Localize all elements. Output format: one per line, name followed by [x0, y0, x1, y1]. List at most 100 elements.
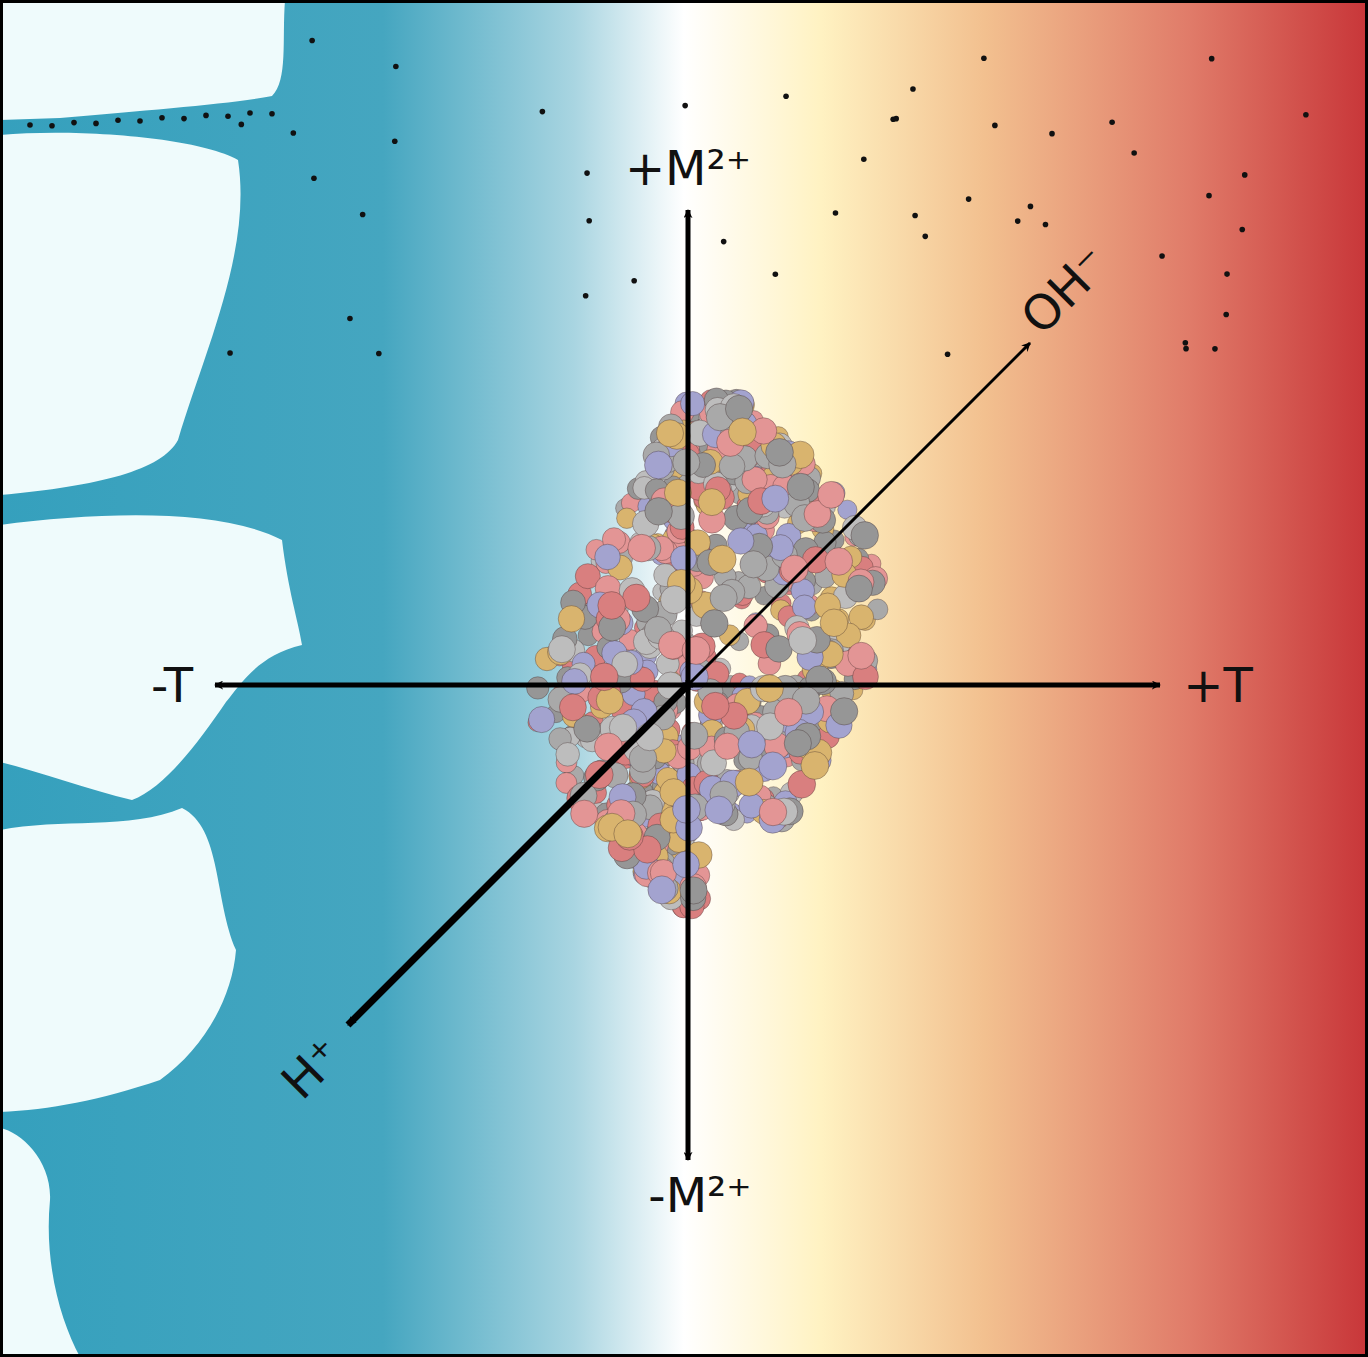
ion-dot: [861, 156, 867, 162]
ion-dot: [1028, 204, 1034, 210]
ion-dot: [584, 170, 590, 176]
ion-dot: [203, 113, 209, 119]
ion-dot: [1109, 119, 1115, 125]
atom: [571, 800, 598, 827]
ion-dot: [225, 113, 231, 119]
ion-dot: [347, 316, 353, 322]
rna-molecule: [527, 388, 888, 919]
axis-up: [686, 210, 691, 690]
atom: [759, 798, 786, 825]
atom: [766, 438, 794, 466]
ion-dot: [291, 130, 297, 136]
ion-dot: [966, 196, 972, 202]
axis-down: [686, 680, 691, 1160]
axis-label: +M²⁺: [625, 144, 751, 192]
ion-dot: [773, 271, 779, 277]
ion-dot: [309, 38, 315, 44]
atom: [595, 544, 621, 570]
ion-dot: [269, 111, 275, 117]
axis-right: [683, 683, 1160, 688]
atom: [710, 584, 737, 611]
atom: [801, 752, 829, 780]
ion-dot: [1206, 193, 1212, 199]
atom: [628, 534, 656, 562]
ion-dot: [540, 109, 546, 115]
ion-dot: [311, 176, 317, 182]
atom: [851, 522, 879, 550]
atom: [820, 609, 848, 637]
atom: [825, 548, 853, 576]
ion-dot: [1303, 112, 1309, 118]
ion-dot: [115, 117, 121, 123]
atom: [738, 731, 765, 758]
axis-h: [348, 685, 688, 1025]
atom: [708, 545, 736, 573]
atom: [681, 392, 705, 416]
atom: [527, 677, 549, 699]
atom: [714, 733, 740, 759]
atom: [701, 610, 729, 638]
ion-dot: [49, 123, 55, 129]
atom: [787, 473, 814, 500]
ion-dot: [1223, 312, 1229, 318]
ice: [0, 0, 302, 1357]
atom: [701, 692, 729, 720]
ion-dot: [682, 103, 688, 109]
atom: [614, 820, 642, 848]
atom: [529, 706, 555, 732]
atom: [596, 687, 623, 714]
ion-dot: [721, 239, 727, 245]
ion-dots: [27, 38, 1309, 357]
ion-dot: [1015, 218, 1021, 224]
atom: [680, 877, 707, 904]
ion-dot: [583, 293, 589, 299]
ion-dot: [27, 122, 33, 128]
atom: [784, 730, 811, 757]
atom: [762, 485, 789, 512]
atom: [645, 498, 673, 526]
ion-dot: [586, 218, 592, 224]
atom: [705, 796, 733, 824]
ion-dot: [945, 351, 951, 357]
atom: [670, 546, 696, 572]
axis-oh: [688, 343, 1030, 685]
atom: [830, 698, 857, 725]
ion-dot: [1242, 172, 1248, 178]
ion-dot: [912, 213, 918, 219]
atom: [681, 722, 708, 749]
ion-dot: [159, 115, 165, 121]
ion-dot: [360, 212, 366, 218]
atom: [656, 420, 683, 447]
axis-label: -M²⁺: [648, 1171, 751, 1219]
ion-dot: [93, 121, 99, 127]
ion-dot: [992, 123, 998, 129]
ion-dot: [1224, 271, 1230, 277]
ion-dot: [376, 351, 382, 357]
atom: [775, 698, 803, 726]
atom: [740, 551, 767, 578]
atom: [556, 743, 580, 767]
ion-dot: [1159, 253, 1165, 259]
atom: [848, 642, 875, 669]
ion-dot: [1043, 222, 1049, 228]
atom: [598, 592, 626, 620]
ion-dot: [71, 120, 77, 126]
atom: [648, 876, 676, 904]
atom: [658, 631, 686, 659]
axis-left: [215, 683, 693, 688]
ion-dot: [783, 93, 789, 99]
ion-dot: [833, 210, 839, 216]
atom: [735, 768, 763, 796]
ion-dot: [631, 278, 637, 284]
ion-dot: [922, 234, 928, 240]
atom: [562, 668, 588, 694]
ion-dot: [247, 110, 253, 116]
axis-label: -T: [151, 661, 193, 709]
atom: [719, 453, 745, 479]
atom: [818, 481, 845, 508]
atom: [559, 694, 586, 721]
atom: [845, 575, 872, 602]
atom: [789, 627, 817, 655]
